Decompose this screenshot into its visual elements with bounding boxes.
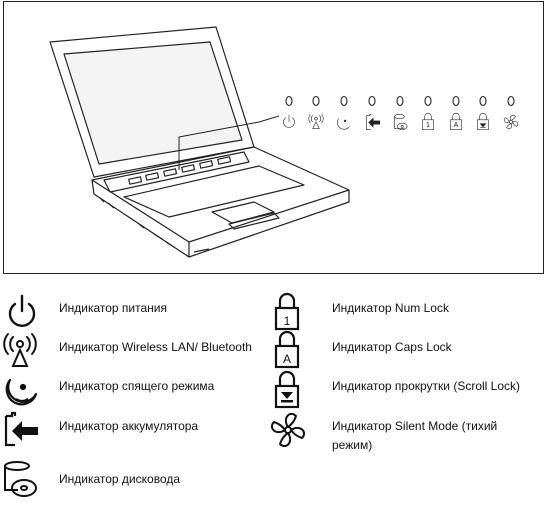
battery-icon [366,113,381,131]
laptop-base [91,146,350,243]
wireless-icon [308,114,324,129]
disk-drive-icon [4,461,37,497]
laptop-illustration: 1 A [49,26,519,258]
legend-label-battery: Индикатор аккумулятора [59,419,199,433]
legend-label-power: Индикатор питания [59,301,167,315]
scroll-lock-icon [274,370,300,409]
wireless-icon [3,333,37,367]
laptop-figure: 1 A [3,1,544,274]
keyboard-area [123,165,305,218]
legend-label-silent-mode: Индикатор Silent Mode (тихий режим) [332,419,498,452]
svg-text:A: A [454,122,459,129]
sleep-moon-icon [5,378,38,406]
fan-icon [503,114,519,130]
caps-lock-icon: A [274,330,300,369]
caps-lock-icon [450,112,462,131]
laptop-screen [63,41,243,165]
legend-label-wireless: Индикатор Wireless LAN/ Bluetooth [59,340,252,354]
touchpad [211,201,275,224]
scroll-lock-icon [477,112,489,131]
power-icon [283,114,295,128]
indicator-leds [285,95,515,107]
legend-label-disk: Индикатор дисковода [59,472,181,486]
num-lock-icon: 1 [274,292,300,331]
strip-leds [128,156,232,185]
callout-line [178,115,280,170]
svg-text:1: 1 [426,122,430,129]
disk-drive-icon [394,113,408,131]
power-icon [8,294,36,327]
num-lock-icon [422,112,434,131]
fan-icon [270,412,306,448]
sleep-moon-icon [336,118,350,130]
legend-label-scroll-lock: Индикатор прокрутки (Scroll Lock) [332,379,521,393]
indicator-row: 1 A [283,95,519,131]
caps-lock-glyph: A [283,352,291,366]
num-lock-glyph: 1 [284,314,291,328]
battery-icon [4,411,38,447]
indicator-panel [103,151,250,193]
legend-label-num-lock: Индикатор Num Lock [332,301,449,315]
legend-label-caps-lock: Индикатор Caps Lock [332,340,452,354]
legend-label-sleep: Индикатор спящего режима [59,379,215,393]
